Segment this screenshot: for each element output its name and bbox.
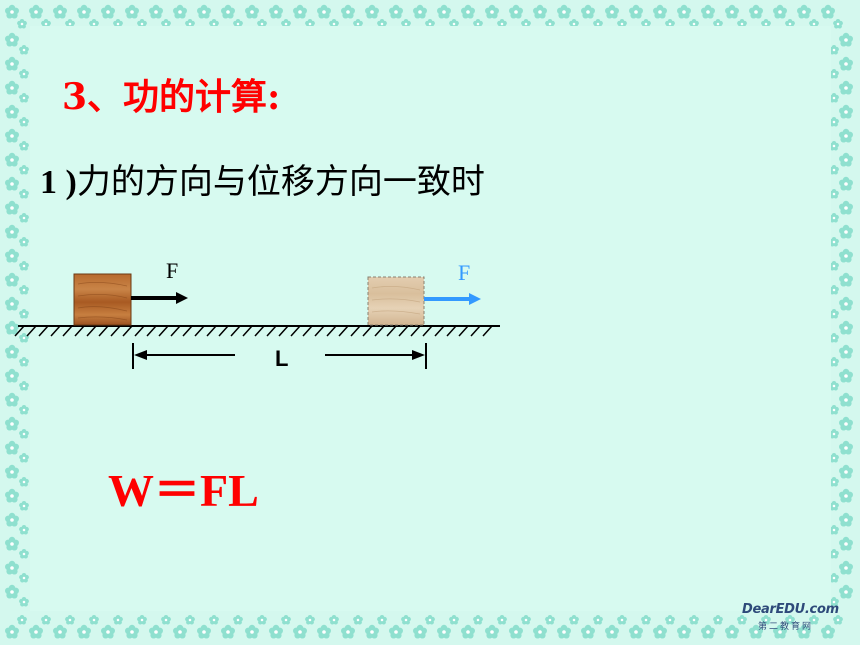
displacement-arrowhead-right xyxy=(412,350,425,360)
force-arrowhead-end xyxy=(469,293,481,305)
case-heading: 1 )力的方向与位移方向一致时 xyxy=(40,154,485,203)
watermark-tagline: 第二教育网 xyxy=(758,622,814,632)
case-text: 力的方向与位移方向一致时 xyxy=(76,162,485,202)
force-arrowhead-start xyxy=(176,292,188,304)
displacement-arrowhead-left xyxy=(134,350,147,360)
ground-hatching xyxy=(14,325,493,337)
force-label-start: F xyxy=(166,258,178,283)
distance-label: L xyxy=(275,346,288,371)
case-number: 1 ) xyxy=(40,164,77,201)
watermark-brand: DearEDU.com xyxy=(742,602,839,617)
content-area xyxy=(30,26,831,611)
force-label-end: F xyxy=(458,260,470,285)
section-title: 3、功的计算: xyxy=(62,76,281,118)
work-formula: W＝FL xyxy=(108,465,259,516)
